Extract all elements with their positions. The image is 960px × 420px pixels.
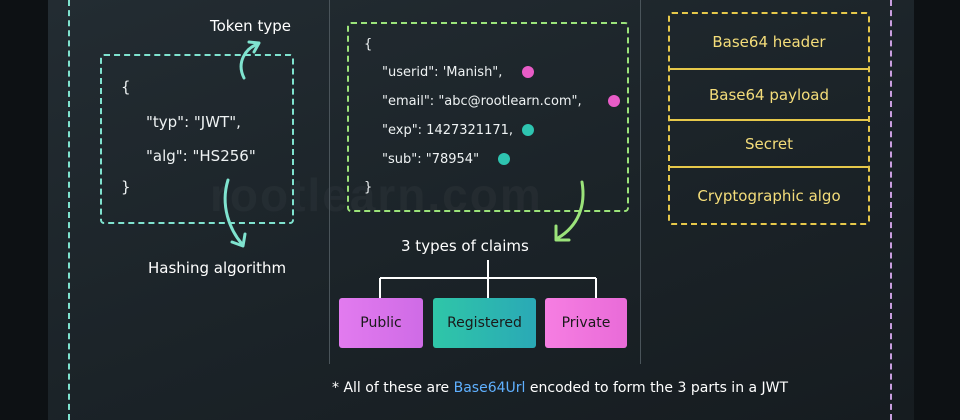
curved-arrow-down-left-icon (554, 180, 585, 242)
part-cryptographic-algo: Cryptographic algo (697, 186, 841, 205)
part-divider (670, 119, 868, 121)
hashing-algorithm-label: Hashing algorithm (148, 259, 287, 277)
right-dashed-border (890, 0, 892, 420)
token-type-label: Token type (210, 17, 291, 35)
email-claim: "email": "abc@rootlearn.com", (382, 94, 582, 109)
payload-json-box (347, 22, 629, 212)
public-claims-box: Public (339, 298, 423, 348)
curved-arrow-up-icon (239, 40, 261, 80)
footnote-suffix: encoded to form the 3 parts in a JWT (525, 380, 789, 396)
part-base64-payload: Base64 payload (708, 86, 830, 104)
exp-claim: "exp": 1427321171, (382, 123, 514, 138)
divider-left (329, 0, 330, 364)
private-claim-marker (608, 95, 620, 107)
alg-field: "alg": "HS256" (146, 147, 256, 165)
registered-claim-marker (522, 124, 534, 136)
part-base64-header: Base64 header (712, 32, 826, 51)
userid-claim: "userid": 'Manish", (382, 65, 503, 80)
header-json-box (100, 54, 294, 224)
payload-brace-open: { (364, 37, 373, 52)
registered-claim-marker (498, 153, 510, 165)
payload-brace-close: } (364, 180, 373, 195)
private-claim-marker (522, 66, 534, 78)
private-claims-box: Private (545, 298, 627, 348)
header-brace-close: } (121, 178, 131, 196)
jwt-parts-box (668, 12, 870, 225)
registered-claims-box: Registered (433, 298, 536, 348)
divider-right (640, 0, 641, 364)
claims-tree-connector (379, 260, 597, 298)
footnote-highlight: Base64Url (453, 380, 526, 396)
curved-arrow-down-icon (223, 178, 247, 248)
header-brace-open: { (121, 78, 131, 96)
footnote-prefix: * All of these are (332, 380, 454, 396)
left-dashed-border (68, 0, 70, 420)
sub-claim: "sub": "78954" (382, 152, 480, 167)
claims-types-label: 3 types of claims (401, 237, 529, 255)
footnote: * All of these are Base64Url encoded to … (332, 380, 788, 396)
part-divider (670, 68, 868, 70)
typ-field: "typ": "JWT", (146, 113, 241, 131)
part-divider (670, 166, 868, 168)
part-secret: Secret (745, 135, 793, 153)
